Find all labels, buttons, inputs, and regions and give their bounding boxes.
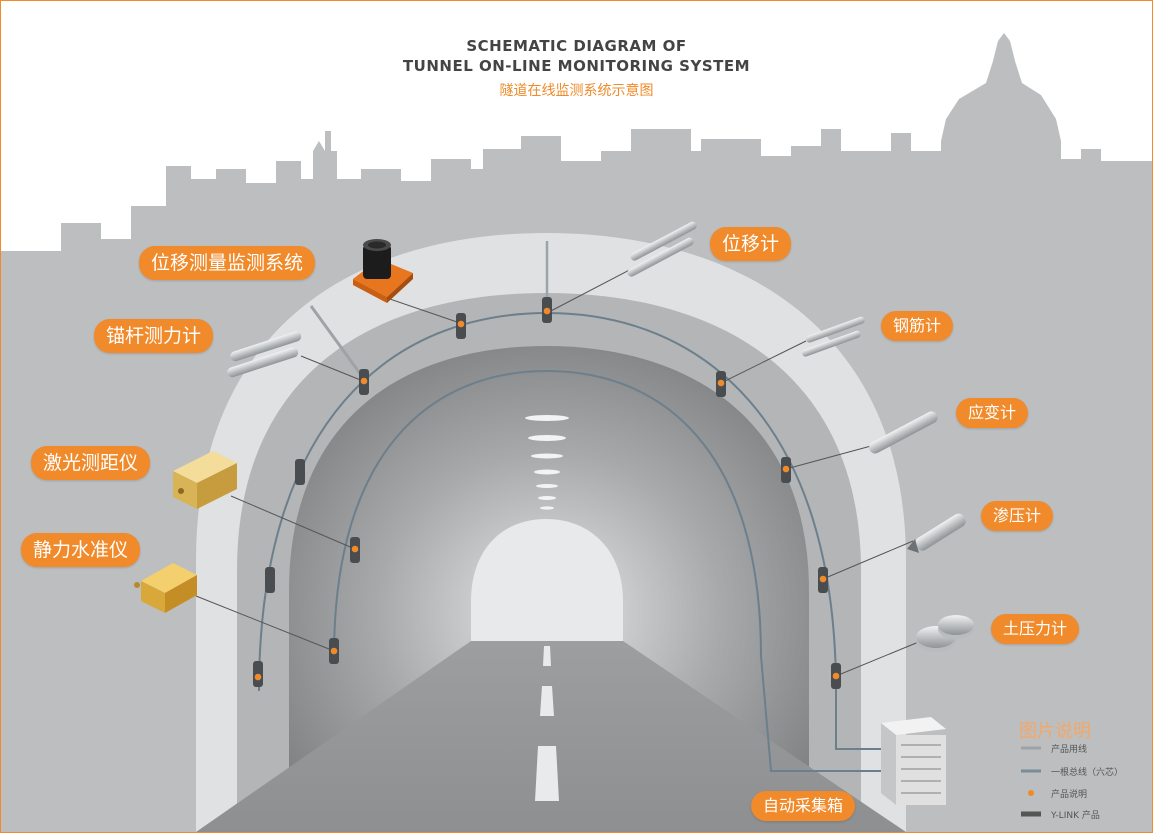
legend-item-product-note: 产品说明 xyxy=(1051,790,1088,800)
road-surface xyxy=(196,641,906,832)
ylink-node xyxy=(781,457,791,483)
ylink-node xyxy=(265,567,275,593)
tunnel-exit xyxy=(471,519,623,641)
legend-markers xyxy=(1021,746,1041,817)
ylink-node xyxy=(350,537,360,563)
ylink-node xyxy=(542,297,552,323)
laser-rangefinder-device-icon xyxy=(173,451,237,509)
legend-title: 图片说明 xyxy=(1019,721,1091,742)
collector-box-device-icon xyxy=(881,717,946,805)
ylink-node xyxy=(831,663,841,689)
ylink-node xyxy=(359,369,369,395)
displacement-system-device-icon xyxy=(353,239,413,303)
anchor-rod xyxy=(309,305,366,380)
label-rebar-meter: 钢筋计 xyxy=(881,311,954,341)
static-level-device-icon xyxy=(134,563,197,613)
label-static-level: 静力水准仪 xyxy=(21,533,141,567)
road-center-line xyxy=(535,646,559,801)
title-line-1: SCHEMATIC DIAGRAM OF xyxy=(466,37,687,55)
rebar-meter-device-icon xyxy=(801,316,865,357)
displacement-meter-device-icon xyxy=(627,221,697,277)
piezometer-device-icon xyxy=(907,513,966,553)
ylink-node xyxy=(329,638,339,664)
ylink-nodes xyxy=(253,297,841,689)
label-displacement-system: 位移测量监测系统 xyxy=(139,246,316,280)
legend-item-bus-line: 一根总线（六芯） xyxy=(1051,768,1124,778)
earth-pressure-cell-device-icon xyxy=(916,615,974,652)
label-strain-gauge: 应变计 xyxy=(956,398,1029,428)
anchor-force-meter-device-icon xyxy=(227,331,302,378)
strain-gauge-device-icon xyxy=(869,411,938,454)
label-displacement-meter: 位移计 xyxy=(710,227,792,261)
label-anchor-force: 锚杆测力计 xyxy=(94,319,214,353)
bus-line-inner xyxy=(333,369,906,772)
ylink-node xyxy=(295,459,305,485)
ylink-node xyxy=(818,567,828,593)
legend-item-ylink-product: Y-LINK 产品 xyxy=(1051,811,1100,821)
ylink-node xyxy=(716,371,726,397)
label-collector-box: 自动采集箱 xyxy=(751,791,856,821)
title-line-2: TUNNEL ON-LINE MONITORING SYSTEM xyxy=(402,57,751,75)
label-piezometer: 渗压计 xyxy=(981,501,1054,531)
leader-lines xyxy=(195,265,922,677)
label-laser-range: 激光测距仪 xyxy=(31,446,151,480)
title-chinese: 隧道在线监测系统示意图 xyxy=(499,83,654,99)
ylink-node xyxy=(456,313,466,339)
legend-item-product-cable: 产品用线 xyxy=(1051,745,1088,755)
ylink-node xyxy=(253,661,263,687)
label-earth-pressure: 土压力计 xyxy=(991,614,1080,644)
ceiling-lights xyxy=(525,415,569,510)
